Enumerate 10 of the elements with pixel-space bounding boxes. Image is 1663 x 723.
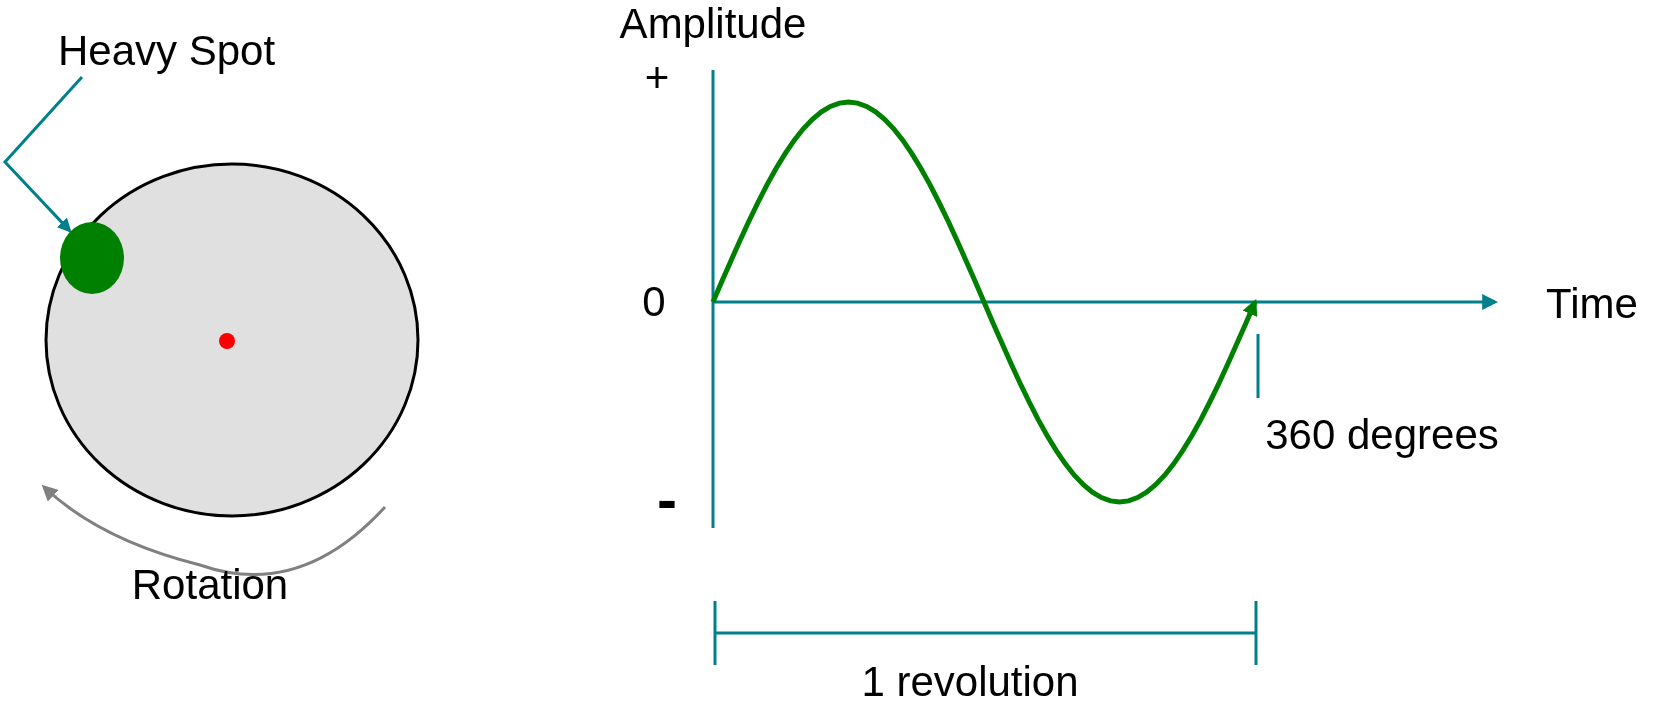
caption-label: Rotation: [131, 564, 289, 606]
axis-title: Time: [1546, 283, 1638, 325]
leader-line: [2, 76, 84, 233]
measure-label: 360 degrees: [1265, 414, 1499, 456]
axis-title: Amplitude: [619, 3, 807, 45]
axis-tick-label: -: [657, 470, 677, 530]
callout-text: Heavy Spot: [58, 26, 277, 76]
axis-tick-label: +: [644, 57, 670, 99]
axis-tick-label: 0: [642, 281, 666, 323]
dimension-label: 1 revolution: [861, 661, 1079, 703]
